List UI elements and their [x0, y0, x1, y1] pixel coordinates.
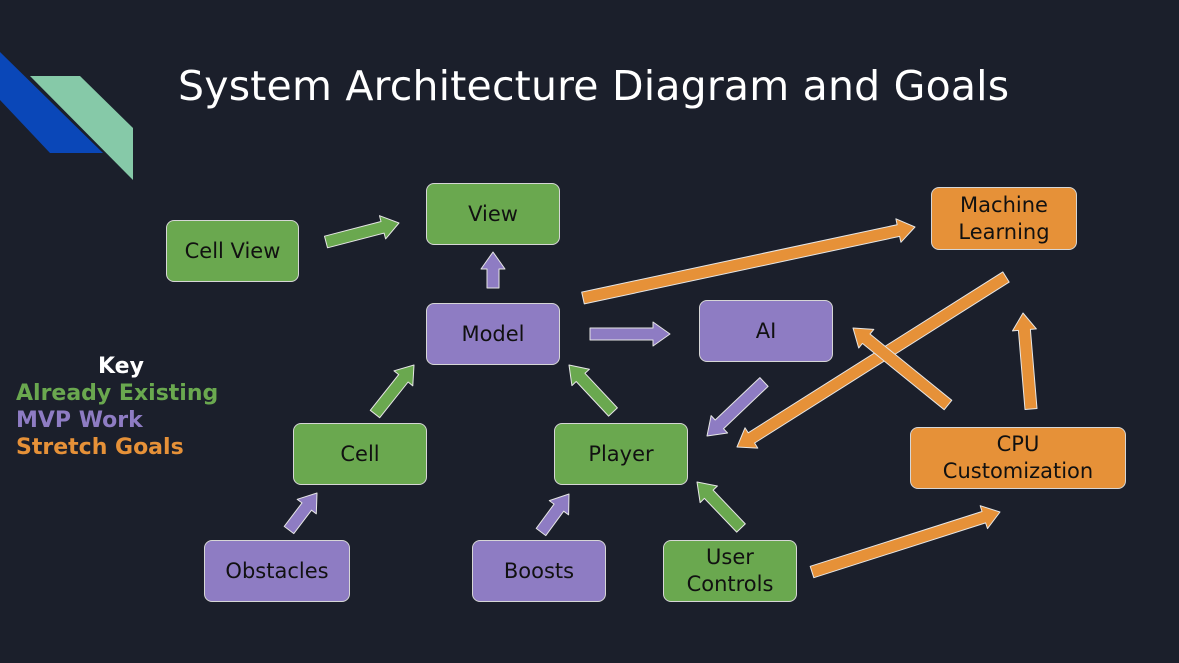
arrow-boosts-to-player	[535, 493, 570, 537]
node-machine-learning: Machine Learning	[931, 187, 1077, 250]
arrow-machine-learning-to-player	[736, 271, 1010, 449]
legend-mvp-work: MVP Work	[16, 408, 143, 433]
arrow-user-controls-to-player	[696, 481, 746, 533]
corner-decoration	[0, 52, 133, 180]
slide-title: System Architecture Diagram and Goals	[178, 62, 1010, 110]
node-cell: Cell	[293, 423, 427, 485]
arrow-model-to-view	[480, 251, 506, 289]
node-player: Player	[554, 423, 688, 485]
arrow-cell-view-to-view	[324, 215, 400, 249]
node-model: Model	[426, 303, 560, 365]
corner-mint-stripe	[30, 76, 133, 180]
node-view: View	[426, 183, 560, 245]
legend: Key Already Existing MVP Work Stretch Go…	[16, 353, 218, 461]
arrow-obstacles-to-cell	[283, 492, 318, 535]
node-user-controls: User Controls	[663, 540, 797, 602]
arrow-player-to-model	[568, 364, 618, 417]
node-cpu-customization: CPU Customization	[910, 427, 1126, 489]
legend-stretch-goals: Stretch Goals	[16, 435, 184, 460]
arrow-user-controls-to-cpu-customization	[809, 505, 1001, 579]
node-ai: AI	[699, 300, 833, 362]
arrow-cpu-customization-to-ai	[852, 327, 953, 411]
corner-blue-stripe	[0, 52, 103, 153]
legend-heading: Key	[98, 354, 144, 379]
arrow-ai-to-player	[706, 377, 769, 437]
legend-already-existing: Already Existing	[16, 381, 219, 406]
arrow-cpu-customization-to-machine-learning	[1012, 312, 1038, 410]
node-boosts: Boosts	[472, 540, 606, 602]
node-cell-view: Cell View	[166, 220, 299, 282]
arrow-model-to-machine-learning	[581, 218, 916, 305]
arrow-cell-to-model	[369, 364, 415, 419]
node-obstacles: Obstacles	[204, 540, 350, 602]
arrow-model-to-ai	[589, 321, 671, 347]
